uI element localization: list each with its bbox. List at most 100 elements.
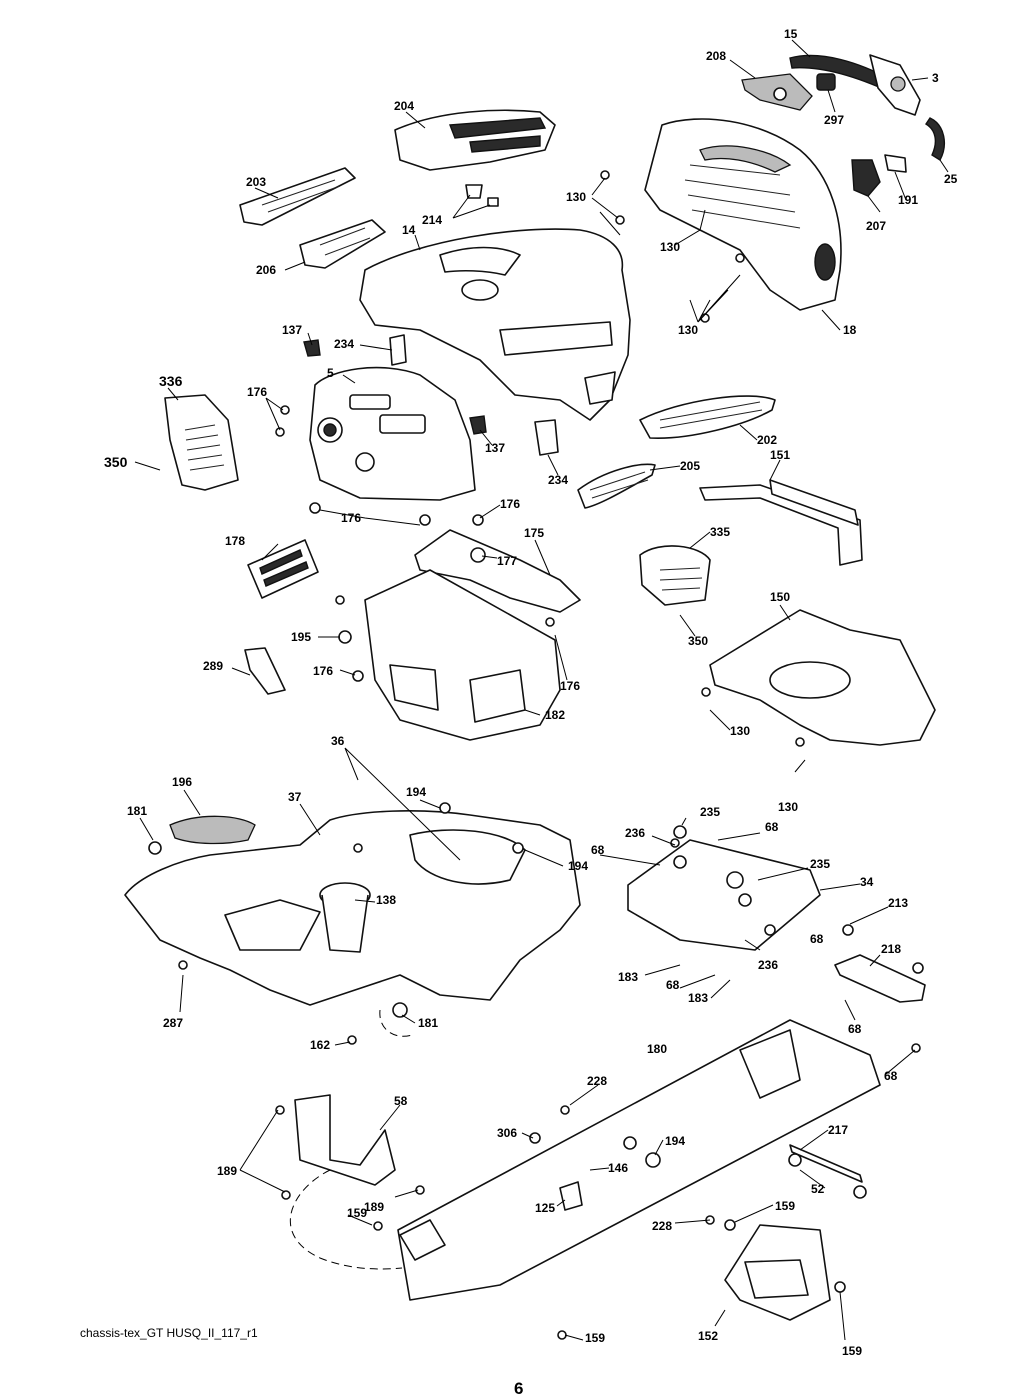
callout-159-d: 159 <box>585 1331 605 1345</box>
callout-138: 138 <box>376 893 396 907</box>
callout-176-c: 176 <box>341 511 361 525</box>
part-214-clip <box>465 184 499 207</box>
part-207-headlight <box>851 159 881 197</box>
callout-68-d: 68 <box>666 978 680 992</box>
callout-176-d: 176 <box>313 664 333 678</box>
callout-130-c: 130 <box>678 323 698 337</box>
callout-14: 14 <box>402 223 416 237</box>
callout-181-a: 181 <box>127 804 147 818</box>
page-number: 6 <box>514 1379 523 1396</box>
part-150-footrest-panel <box>709 609 936 746</box>
part-175-bracket <box>414 529 581 613</box>
callout-68-e: 68 <box>848 1022 862 1036</box>
callout-202: 202 <box>757 433 777 447</box>
part-234-label <box>389 334 407 366</box>
part-218-bracket <box>834 954 926 1003</box>
callout-130-a: 130 <box>566 190 586 204</box>
part-297-bulb-socket <box>816 73 836 91</box>
callout-176-b: 176 <box>500 497 520 511</box>
part-205-trim <box>577 463 656 509</box>
part-289-bracket <box>244 647 286 695</box>
part-177-bushing <box>470 547 486 563</box>
callout-150: 150 <box>770 590 790 604</box>
callout-297: 297 <box>824 113 844 127</box>
part-195-plug <box>338 630 352 644</box>
callout-218: 218 <box>881 942 901 956</box>
callout-15: 15 <box>784 27 798 41</box>
callout-36: 36 <box>331 734 345 748</box>
part-217-rod <box>789 1144 863 1183</box>
callout-234-a: 234 <box>334 337 354 351</box>
callout-191: 191 <box>898 193 918 207</box>
callout-151: 151 <box>770 448 790 462</box>
callout-306: 306 <box>497 1126 517 1140</box>
callout-181-b: 181 <box>418 1016 438 1030</box>
part-178-vent <box>247 539 319 599</box>
leader-lines <box>134 39 949 1341</box>
part-25-trim <box>925 117 946 161</box>
part-3-headlight-housing <box>869 54 921 116</box>
callout-207: 207 <box>866 219 886 233</box>
callout-137-b: 137 <box>485 441 505 455</box>
callout-183-a: 183 <box>618 970 638 984</box>
callout-182: 182 <box>545 708 565 722</box>
callout-68-f: 68 <box>884 1069 898 1083</box>
part-335-side-panel <box>639 545 711 606</box>
callout-235-b: 235 <box>810 857 830 871</box>
part-180-frame <box>397 1019 881 1301</box>
part-152-foot-bracket <box>724 1224 831 1321</box>
callout-159-b: 159 <box>775 1199 795 1213</box>
part-208-headlight-bracket <box>741 73 813 111</box>
part-196-emblem <box>169 815 256 845</box>
diagram-filename-label: chassis-tex_GT HUSQ_II_117_r1 <box>80 1326 258 1340</box>
part-137-clip <box>303 339 321 357</box>
callout-350-a: 350 <box>104 454 128 470</box>
callout-350-b: 350 <box>688 634 708 648</box>
callout-177: 177 <box>497 554 517 568</box>
part-58-steering-bracket <box>294 1094 396 1186</box>
callout-205: 205 <box>680 459 700 473</box>
part-204-hood-panel <box>394 109 556 171</box>
callout-37: 37 <box>288 790 302 804</box>
callout-180: 180 <box>647 1042 667 1056</box>
callout-335: 335 <box>710 525 730 539</box>
part-191-bulb <box>884 154 907 173</box>
callout-213: 213 <box>888 896 908 910</box>
callout-162: 162 <box>310 1038 330 1052</box>
callout-194-c: 194 <box>665 1134 685 1148</box>
callout-130-e: 130 <box>778 800 798 814</box>
callout-204: 204 <box>394 99 414 113</box>
callout-336: 336 <box>159 373 183 389</box>
callout-159-a: 159 <box>347 1206 367 1220</box>
callout-146: 146 <box>608 1161 628 1175</box>
part-151-bracket <box>699 479 863 566</box>
part-37-fender <box>124 810 581 1037</box>
part-5-dash-panel <box>309 366 476 501</box>
callout-178: 178 <box>225 534 245 548</box>
callout-189-a: 189 <box>217 1164 237 1178</box>
callout-228-b: 228 <box>652 1219 672 1233</box>
callout-194-a: 194 <box>406 785 426 799</box>
callout-130-b: 130 <box>660 240 680 254</box>
callout-labels: 15 208 3 297 25 204 130 130 207 191 203 … <box>104 27 958 1358</box>
callout-25: 25 <box>944 172 958 186</box>
part-336-side-panel <box>164 394 239 491</box>
callout-68-a: 68 <box>765 820 779 834</box>
callout-125: 125 <box>535 1201 555 1215</box>
part-137-clip-b <box>469 415 487 435</box>
part-125-bracket <box>559 1181 583 1211</box>
callout-183-b: 183 <box>688 991 708 1005</box>
callout-18: 18 <box>843 323 857 337</box>
callout-217: 217 <box>828 1123 848 1137</box>
callout-52: 52 <box>811 1182 825 1196</box>
callout-189-b: 189 <box>364 1200 384 1214</box>
callout-214: 214 <box>422 213 442 227</box>
part-14-hood-body <box>359 228 631 421</box>
callout-137-a: 137 <box>282 323 302 337</box>
callout-194-b: 194 <box>568 859 588 873</box>
part-206-bracket <box>299 219 386 269</box>
callout-234-b: 234 <box>548 473 568 487</box>
callout-68-b: 68 <box>591 843 605 857</box>
part-18-front-grille-housing <box>644 118 842 311</box>
callout-34: 34 <box>860 875 874 889</box>
